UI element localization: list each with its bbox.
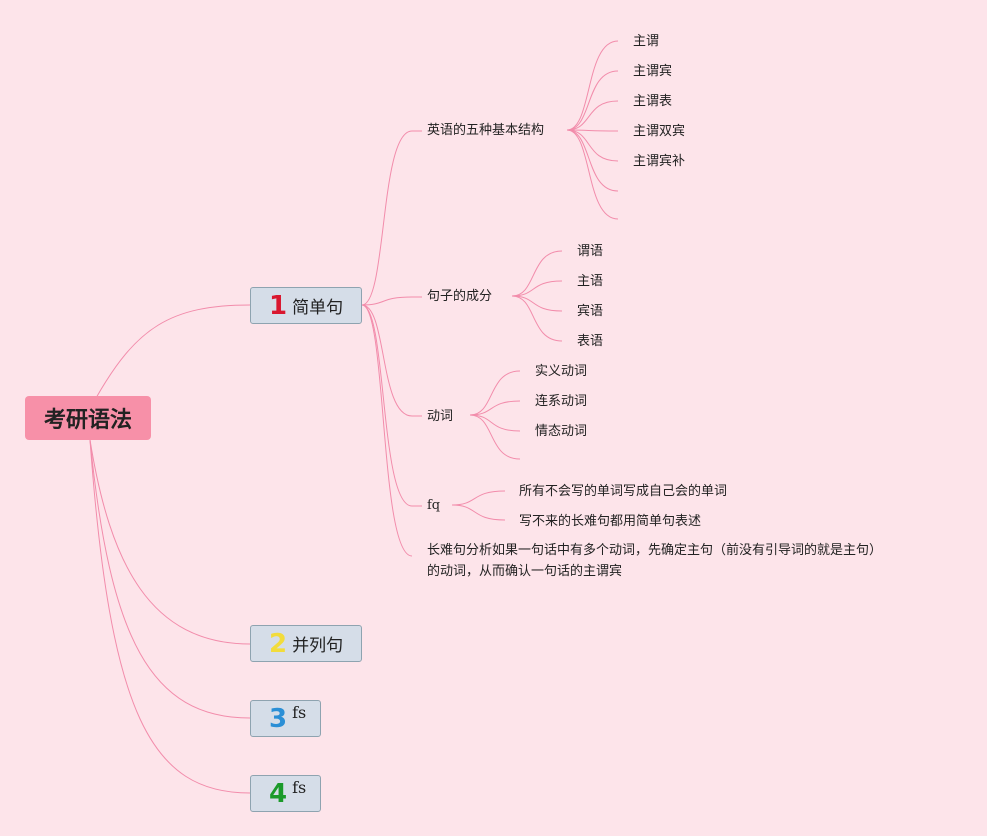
leaf-structure[interactable]: 主谓宾	[633, 64, 673, 79]
connector-root-topic1	[95, 304, 251, 399]
number-4-icon: 4	[269, 778, 288, 809]
connector-topic1-verbs	[361, 304, 413, 417]
connector-topic1-components	[361, 296, 413, 306]
leaf-component[interactable]: 主语	[577, 274, 604, 289]
connector-component-leaf-2	[511, 295, 563, 312]
root-topic-label: 考研语法	[43, 408, 132, 433]
topic-label: 简单句	[292, 298, 344, 318]
note-line-2: 的动词，从而确认一句话的主谓宾	[427, 564, 623, 579]
connector-component-leaf-3	[511, 295, 563, 342]
leaf-component[interactable]: 谓语	[577, 244, 604, 259]
connector-structure-leaf-4	[566, 129, 619, 162]
connector-topic1-structures	[361, 130, 413, 306]
subtopic-sentence-components[interactable]: 句子的成分	[427, 289, 493, 304]
connector-topic1-note	[361, 304, 413, 557]
connector-topic1-fq	[361, 304, 413, 507]
leaf-structure[interactable]: 主谓双宾	[633, 124, 686, 139]
connector-fq-leaf-0	[451, 490, 506, 506]
topic-fs-3[interactable]: 3 fs	[250, 700, 321, 737]
connector-root-topic4	[89, 439, 251, 794]
connector-root-topic3	[89, 439, 251, 719]
connector-structure-leaf-6	[566, 129, 619, 220]
leaf-verb[interactable]: 连系动词	[535, 394, 588, 409]
number-2-icon: 2	[269, 628, 288, 659]
leaf-component[interactable]: 表语	[577, 334, 604, 349]
topic-simple-sentence[interactable]: 1 简单句	[250, 287, 362, 324]
leaf-structure[interactable]: 主谓表	[633, 94, 673, 109]
connector-structure-leaf-3	[566, 129, 619, 132]
number-3-icon: 3	[269, 703, 288, 734]
topic-label: 并列句	[292, 636, 344, 656]
note-line-1: 长难句分析如果一句话中有多个动词，先确定主句（前没有引导词的就是主句）	[427, 543, 883, 558]
topic-fs-4[interactable]: 4 fs	[250, 775, 321, 812]
subtopic-fq[interactable]: fq	[427, 498, 441, 513]
connector-verb-leaf-3	[469, 414, 521, 460]
leaf-verb[interactable]: 情态动词	[535, 424, 588, 439]
topic-label: fs	[292, 703, 307, 722]
subtopic-five-structures[interactable]: 英语的五种基本结构	[427, 123, 545, 138]
connector-component-leaf-1	[511, 280, 563, 297]
connector-root-topic2	[89, 439, 251, 645]
leaf-fq[interactable]: 所有不会写的单词写成自己会的单词	[519, 484, 728, 499]
connector-verb-leaf-2	[469, 414, 521, 432]
connector-verb-leaf-0	[469, 370, 521, 416]
leaf-verb[interactable]: 实义动词	[535, 364, 588, 379]
root-topic-kaoyan-grammar[interactable]: 考研语法	[25, 396, 151, 440]
connector-structure-leaf-5	[566, 129, 619, 192]
leaf-component[interactable]: 宾语	[577, 304, 604, 319]
connector-verb-leaf-1	[469, 400, 521, 416]
connector-component-leaf-0	[511, 250, 563, 297]
leaf-structure[interactable]: 主谓宾补	[633, 154, 686, 169]
subtopic-verbs[interactable]: 动词	[427, 409, 454, 424]
subtopic-note[interactable]: 长难句分析如果一句话中有多个动词，先确定主句（前没有引导词的就是主句） 的动词，…	[427, 540, 882, 582]
topic-label: fs	[292, 778, 307, 797]
leaf-structure[interactable]: 主谓	[633, 34, 660, 49]
connector-fq-leaf-1	[451, 504, 506, 521]
number-1-icon: 1	[269, 290, 288, 321]
leaf-fq[interactable]: 写不来的长难句都用简单句表述	[519, 514, 702, 529]
topic-compound-sentence[interactable]: 2 并列句	[250, 625, 362, 662]
connector-structure-leaf-1	[566, 70, 619, 131]
connector-structure-leaf-2	[566, 100, 619, 131]
connector-structure-leaf-0	[566, 40, 619, 131]
